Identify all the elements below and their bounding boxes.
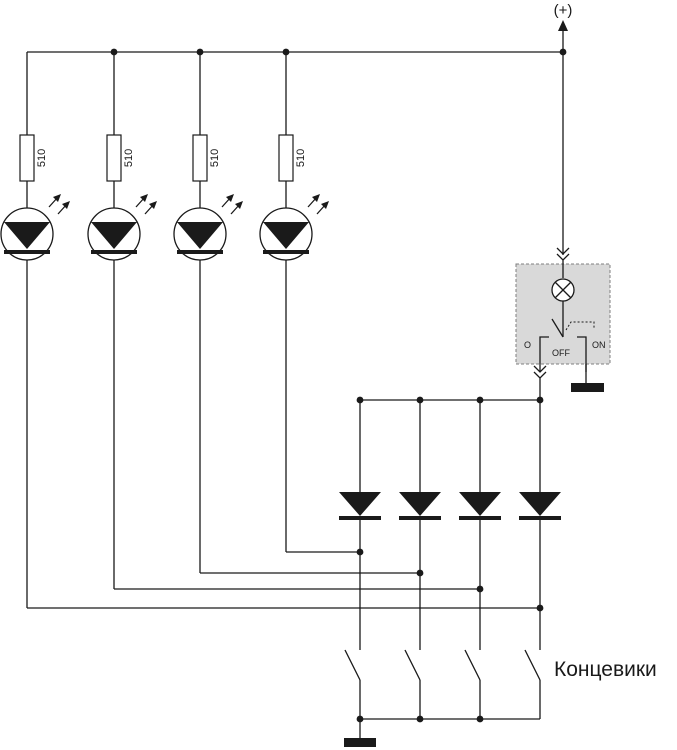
diode-3-icon [459, 492, 501, 516]
supply-label: (+) [554, 2, 573, 19]
junction-dot [416, 715, 424, 723]
led-channel-4: 510 [259, 52, 329, 552]
resistor-4-label: 510 [295, 149, 307, 167]
resistor-1 [19, 134, 35, 182]
supply-arrow-icon [558, 20, 568, 31]
resistor-4 [278, 134, 294, 182]
diode-column-4 [519, 400, 561, 719]
resistor-3-label: 510 [209, 149, 221, 167]
led-channel-3: 510 [173, 52, 243, 573]
switch-lamp-module: O OFF ON [515, 247, 611, 392]
limit-switches-label: Концевики [554, 658, 657, 681]
diode-4-icon [519, 492, 561, 516]
contact-off [539, 336, 549, 372]
diode-2-icon [399, 492, 441, 516]
diode-column-1 [339, 400, 381, 719]
limit-switch-3-icon [464, 649, 481, 681]
diode-column-2 [399, 400, 441, 719]
limit-switch-4-icon [524, 649, 541, 681]
ground-icon [344, 738, 376, 747]
limit-switch-1-icon [344, 649, 361, 681]
resistor-1-label: 510 [36, 149, 48, 167]
led-channel-2: 510 [87, 52, 157, 589]
resistor-2 [106, 134, 122, 182]
off-left-label: O [524, 340, 531, 350]
junction-dot [559, 48, 567, 56]
led-channel-1: 510 [0, 52, 70, 608]
resistor-2-label: 510 [123, 149, 135, 167]
diode-column-3 [459, 400, 501, 719]
junction-dot [476, 715, 484, 723]
toggle-link [565, 321, 595, 331]
ground-icon [571, 383, 604, 392]
resistor-3 [192, 134, 208, 182]
light-rays-icon [48, 194, 70, 215]
limit-switch-2-icon [404, 649, 421, 681]
toggle-lever [551, 318, 564, 338]
on-label: ON [592, 340, 606, 350]
off-label: OFF [552, 348, 570, 358]
diode-1-icon [339, 492, 381, 516]
light-rays-icon [135, 194, 157, 215]
light-rays-icon [221, 194, 243, 215]
light-rays-icon [307, 194, 329, 215]
contact-on [577, 336, 587, 372]
